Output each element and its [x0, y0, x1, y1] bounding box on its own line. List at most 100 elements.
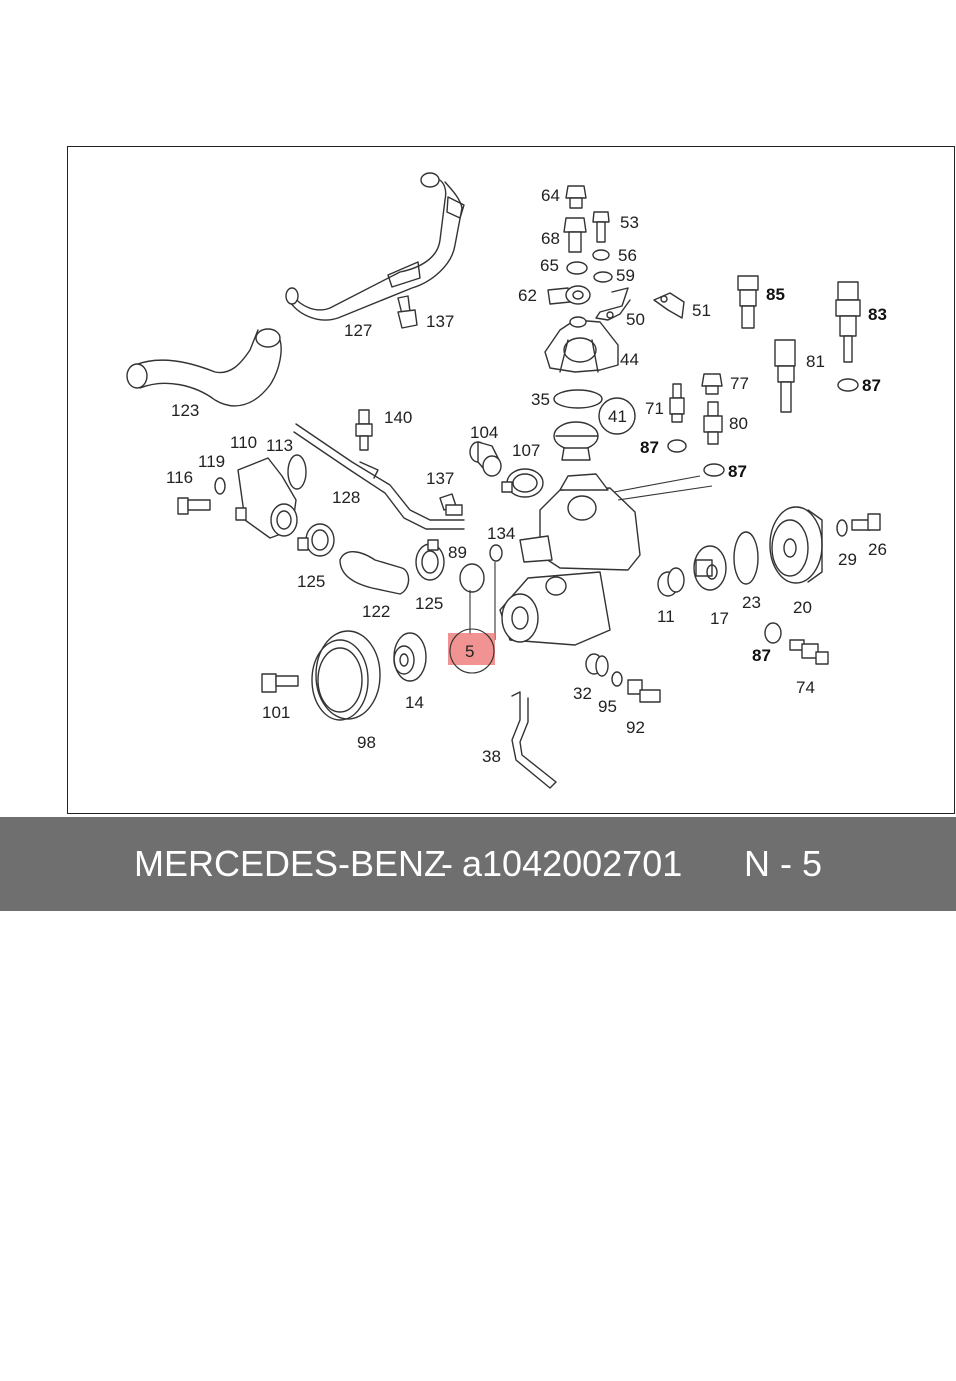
part-38-pipe[interactable] [511, 691, 557, 789]
part-14-hub[interactable] [393, 632, 427, 682]
part-134-oring[interactable] [489, 544, 503, 562]
part-81-sensor[interactable] [774, 339, 796, 413]
part-107-clamp[interactable] [501, 468, 544, 498]
label-23: 23 [742, 593, 761, 612]
part-17-fitting[interactable] [693, 545, 727, 591]
part-50-bracket[interactable] [595, 287, 631, 321]
label-38: 38 [482, 747, 501, 766]
part-35-gasket[interactable] [553, 389, 603, 409]
label-64: 64 [541, 186, 560, 205]
part-77-plug[interactable] [701, 373, 723, 395]
part-23-gasket[interactable] [733, 531, 759, 585]
part-95-washer[interactable] [611, 671, 623, 687]
label-83: 83 [868, 305, 887, 324]
part-11-fitting[interactable] [657, 567, 685, 597]
label-85: 85 [766, 285, 785, 304]
label-125a: 125 [297, 572, 325, 591]
part-body-housing[interactable] [499, 473, 713, 646]
label-110: 110 [230, 433, 257, 452]
label-128: 128 [332, 488, 360, 507]
label-87c: 87 [728, 462, 747, 481]
part-87-washer-b[interactable] [667, 439, 687, 453]
part-62-fitting[interactable] [547, 285, 591, 305]
label-101: 101 [262, 703, 290, 722]
label-74: 74 [796, 678, 815, 697]
part-85-sensor[interactable] [737, 275, 759, 329]
label-134: 134 [487, 524, 515, 543]
label-29: 29 [838, 550, 857, 569]
label-113: 113 [266, 436, 293, 455]
part-140-fitting[interactable] [355, 409, 373, 451]
part-44-housing[interactable] [544, 316, 619, 373]
label-81: 81 [806, 352, 825, 371]
label-50: 50 [626, 310, 645, 329]
part-89-oring[interactable] [459, 563, 485, 593]
part-128-pipe[interactable] [293, 423, 465, 530]
label-87d: 87 [752, 646, 771, 665]
label-51: 51 [692, 301, 711, 320]
label-14: 14 [405, 693, 424, 712]
part-71-sensor[interactable] [669, 383, 685, 423]
part-64-bolt[interactable] [565, 185, 587, 209]
part-119-washer[interactable] [214, 477, 226, 495]
label-137a: 137 [426, 312, 454, 331]
part-123-hose[interactable] [126, 328, 282, 407]
label-5[interactable]: 5 [465, 642, 474, 661]
part-53-bolt[interactable] [592, 211, 610, 243]
part-number: a1042002701 [462, 843, 683, 884]
part-56-washer[interactable] [592, 249, 610, 261]
part-104-sleeve[interactable] [469, 441, 502, 477]
label-65: 65 [540, 256, 559, 275]
label-44: 44 [620, 350, 639, 369]
diagram-frame [67, 146, 955, 814]
label-62: 62 [518, 286, 537, 305]
footer-bar: MERCEDES-BENZ - a1042002701 N - 5 [0, 817, 956, 911]
part-26-bolt[interactable] [851, 513, 881, 531]
part-5-circle [449, 628, 495, 674]
label-140: 140 [384, 408, 412, 427]
label-35: 35 [531, 390, 550, 409]
label-104: 104 [470, 423, 498, 442]
part-137-bolt-b[interactable] [439, 493, 463, 516]
part-51-bracket[interactable] [653, 292, 685, 319]
part-101-bolt[interactable] [261, 673, 299, 693]
label-53: 53 [620, 213, 639, 232]
part-98-pulley[interactable] [311, 630, 381, 721]
label-122: 122 [362, 602, 390, 621]
part-29-washer[interactable] [836, 519, 848, 537]
separator: - [441, 843, 453, 884]
part-20-pulley[interactable] [769, 506, 823, 584]
part-110-housing[interactable] [235, 457, 298, 539]
label-125b: 125 [415, 594, 443, 613]
part-59-washer[interactable] [593, 271, 613, 283]
label-127: 127 [344, 321, 372, 340]
parts-diagram: 64 68 53 56 65 59 62 51 50 85 83 44 127 … [126, 172, 887, 789]
part-68-bolt[interactable] [563, 217, 587, 253]
part-87-washer[interactable] [837, 378, 859, 392]
part-116-bolt[interactable] [177, 497, 211, 515]
label-116: 116 [166, 468, 193, 487]
part-127-pipe[interactable] [285, 172, 465, 321]
part-74-sensor[interactable] [789, 639, 829, 665]
part-137-bolt[interactable] [397, 295, 418, 329]
part-32-sleeve[interactable] [585, 653, 609, 677]
part-125-clamp[interactable] [297, 523, 335, 557]
label-95: 95 [598, 697, 617, 716]
part-92-bolt[interactable] [627, 679, 661, 703]
part-125-clamp-b[interactable] [415, 539, 445, 581]
part-113-gasket[interactable] [287, 454, 307, 490]
part-87-washer-c[interactable] [703, 463, 725, 477]
label-80: 80 [729, 414, 748, 433]
part-87-washer-d[interactable] [764, 622, 782, 644]
part-80-sensor[interactable] [703, 401, 723, 445]
part-65-washer[interactable] [566, 261, 588, 275]
label-59: 59 [616, 266, 635, 285]
part-5-highlight[interactable] [448, 633, 495, 665]
part-41-thermostat[interactable] [553, 397, 636, 461]
part-83-sensor[interactable] [835, 281, 861, 363]
part-122-hose[interactable] [339, 551, 410, 595]
label-89: 89 [448, 543, 467, 562]
label-87a: 87 [862, 376, 881, 395]
label-20: 20 [793, 598, 812, 617]
label-41: 41 [608, 407, 627, 426]
